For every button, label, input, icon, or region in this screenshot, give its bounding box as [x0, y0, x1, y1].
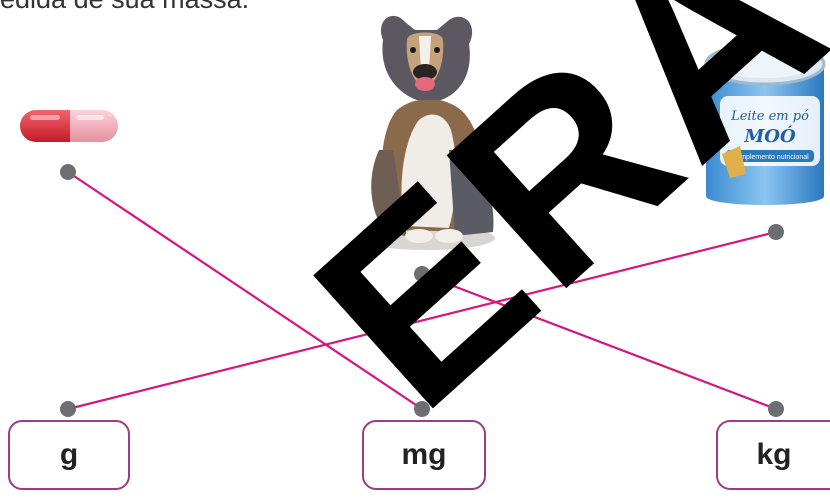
- unit-label-mg: mg: [401, 438, 447, 471]
- capsule-icon: [20, 110, 118, 142]
- can-label-line1: Leite em pó: [730, 109, 809, 124]
- unit-label-kg: kg: [756, 438, 792, 471]
- dot-can[interactable]: [768, 224, 784, 240]
- unit-box-mg[interactable]: mg: [362, 420, 486, 490]
- dog-image: [359, 15, 495, 250]
- milk-powder-can-image: Leite em pó MOÓ Complemento nutricional: [704, 42, 826, 205]
- can-label-line2: MOÓ: [743, 124, 796, 147]
- unit-label-g: g: [59, 438, 79, 471]
- dot-kg[interactable]: [768, 401, 784, 417]
- dot-mg[interactable]: [414, 401, 430, 417]
- link-capsule-mg: [67, 171, 423, 410]
- link-dog-kg: [421, 272, 777, 411]
- unit-box-kg[interactable]: kg: [716, 420, 830, 490]
- dot-dog[interactable]: [414, 266, 430, 282]
- dot-g[interactable]: [60, 401, 76, 417]
- link-can-g: [67, 230, 777, 411]
- can-label-line3: Complemento nutricional: [731, 154, 809, 161]
- dot-capsule[interactable]: [60, 164, 76, 180]
- unit-box-g[interactable]: g: [8, 420, 130, 490]
- instruction-text: edida de sua massa.: [0, 0, 249, 15]
